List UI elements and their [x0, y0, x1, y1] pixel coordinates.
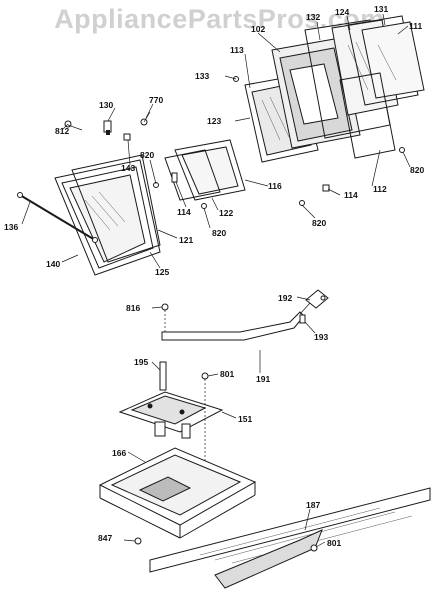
label-801-b: 801 — [327, 538, 341, 548]
outer-door-frame — [54, 159, 161, 276]
label-812: 812 — [55, 126, 69, 136]
door-glass-panel — [71, 154, 161, 263]
part-labels: 102 132 124 131 111 113 133 123 130 770 … — [4, 4, 424, 548]
glass-panel-122 — [164, 149, 221, 201]
door-back-112 — [339, 72, 396, 159]
insulation-box-102 — [271, 37, 361, 149]
glass-111 — [361, 21, 425, 99]
label-133: 133 — [195, 71, 209, 81]
screw-816 — [161, 303, 169, 311]
label-187: 187 — [306, 500, 320, 510]
label-112: 112 — [373, 184, 387, 194]
label-140: 140 — [46, 259, 60, 269]
latch-spring-195 — [159, 361, 167, 391]
label-847: 847 — [98, 533, 112, 543]
label-193: 193 — [314, 332, 328, 342]
leader-lines — [21, 13, 411, 548]
trim-187 — [214, 529, 323, 589]
door-latch-151 — [118, 391, 224, 439]
latch-arm-191 — [161, 302, 311, 341]
screw-820-c — [201, 203, 207, 209]
screw-801-a — [201, 372, 209, 380]
label-770: 770 — [149, 95, 163, 105]
label-191: 191 — [256, 374, 270, 384]
label-132: 132 — [306, 12, 320, 22]
bracket-114-right — [322, 184, 330, 192]
label-114-b: 114 — [344, 190, 358, 200]
label-116: 116 — [268, 181, 282, 191]
label-121: 121 — [179, 235, 193, 245]
label-820-c: 820 — [212, 228, 226, 238]
label-143: 143 — [121, 163, 135, 173]
screw-820-a — [153, 182, 159, 188]
label-136: 136 — [4, 222, 18, 232]
label-122: 122 — [219, 208, 233, 218]
label-125: 125 — [155, 267, 169, 277]
label-820-d: 820 — [312, 218, 326, 228]
screw-820-b — [399, 147, 405, 153]
door-clip — [103, 120, 112, 135]
latch-knob-192 — [305, 289, 329, 309]
label-195: 195 — [134, 357, 148, 367]
label-113: 113 — [230, 45, 244, 55]
label-820-b: 820 — [410, 165, 424, 175]
screw-770 — [140, 111, 151, 126]
label-801-a: 801 — [220, 369, 234, 379]
label-102: 102 — [251, 24, 265, 34]
watermark: AppliancePartsPros.com — [54, 4, 385, 34]
bracket-114-left — [171, 172, 178, 183]
label-123: 123 — [207, 116, 221, 126]
label-130: 130 — [99, 100, 113, 110]
screw-801-b — [310, 544, 318, 552]
label-131: 131 — [374, 4, 388, 14]
latch-cover-166 — [98, 447, 257, 539]
label-166: 166 — [112, 448, 126, 458]
screw-847 — [134, 537, 142, 545]
screw-820-d — [299, 200, 305, 206]
label-151: 151 — [238, 414, 252, 424]
glass-panel-116 — [174, 139, 246, 201]
door-clip-small — [123, 133, 131, 141]
label-820-a: 820 — [140, 150, 154, 160]
label-816: 816 — [126, 303, 140, 313]
door-handle — [17, 192, 98, 243]
label-192: 192 — [278, 293, 292, 303]
label-114-a: 114 — [177, 207, 191, 217]
label-124: 124 — [335, 7, 349, 17]
latch-pin-193 — [299, 314, 306, 324]
label-111: 111 — [409, 21, 423, 31]
